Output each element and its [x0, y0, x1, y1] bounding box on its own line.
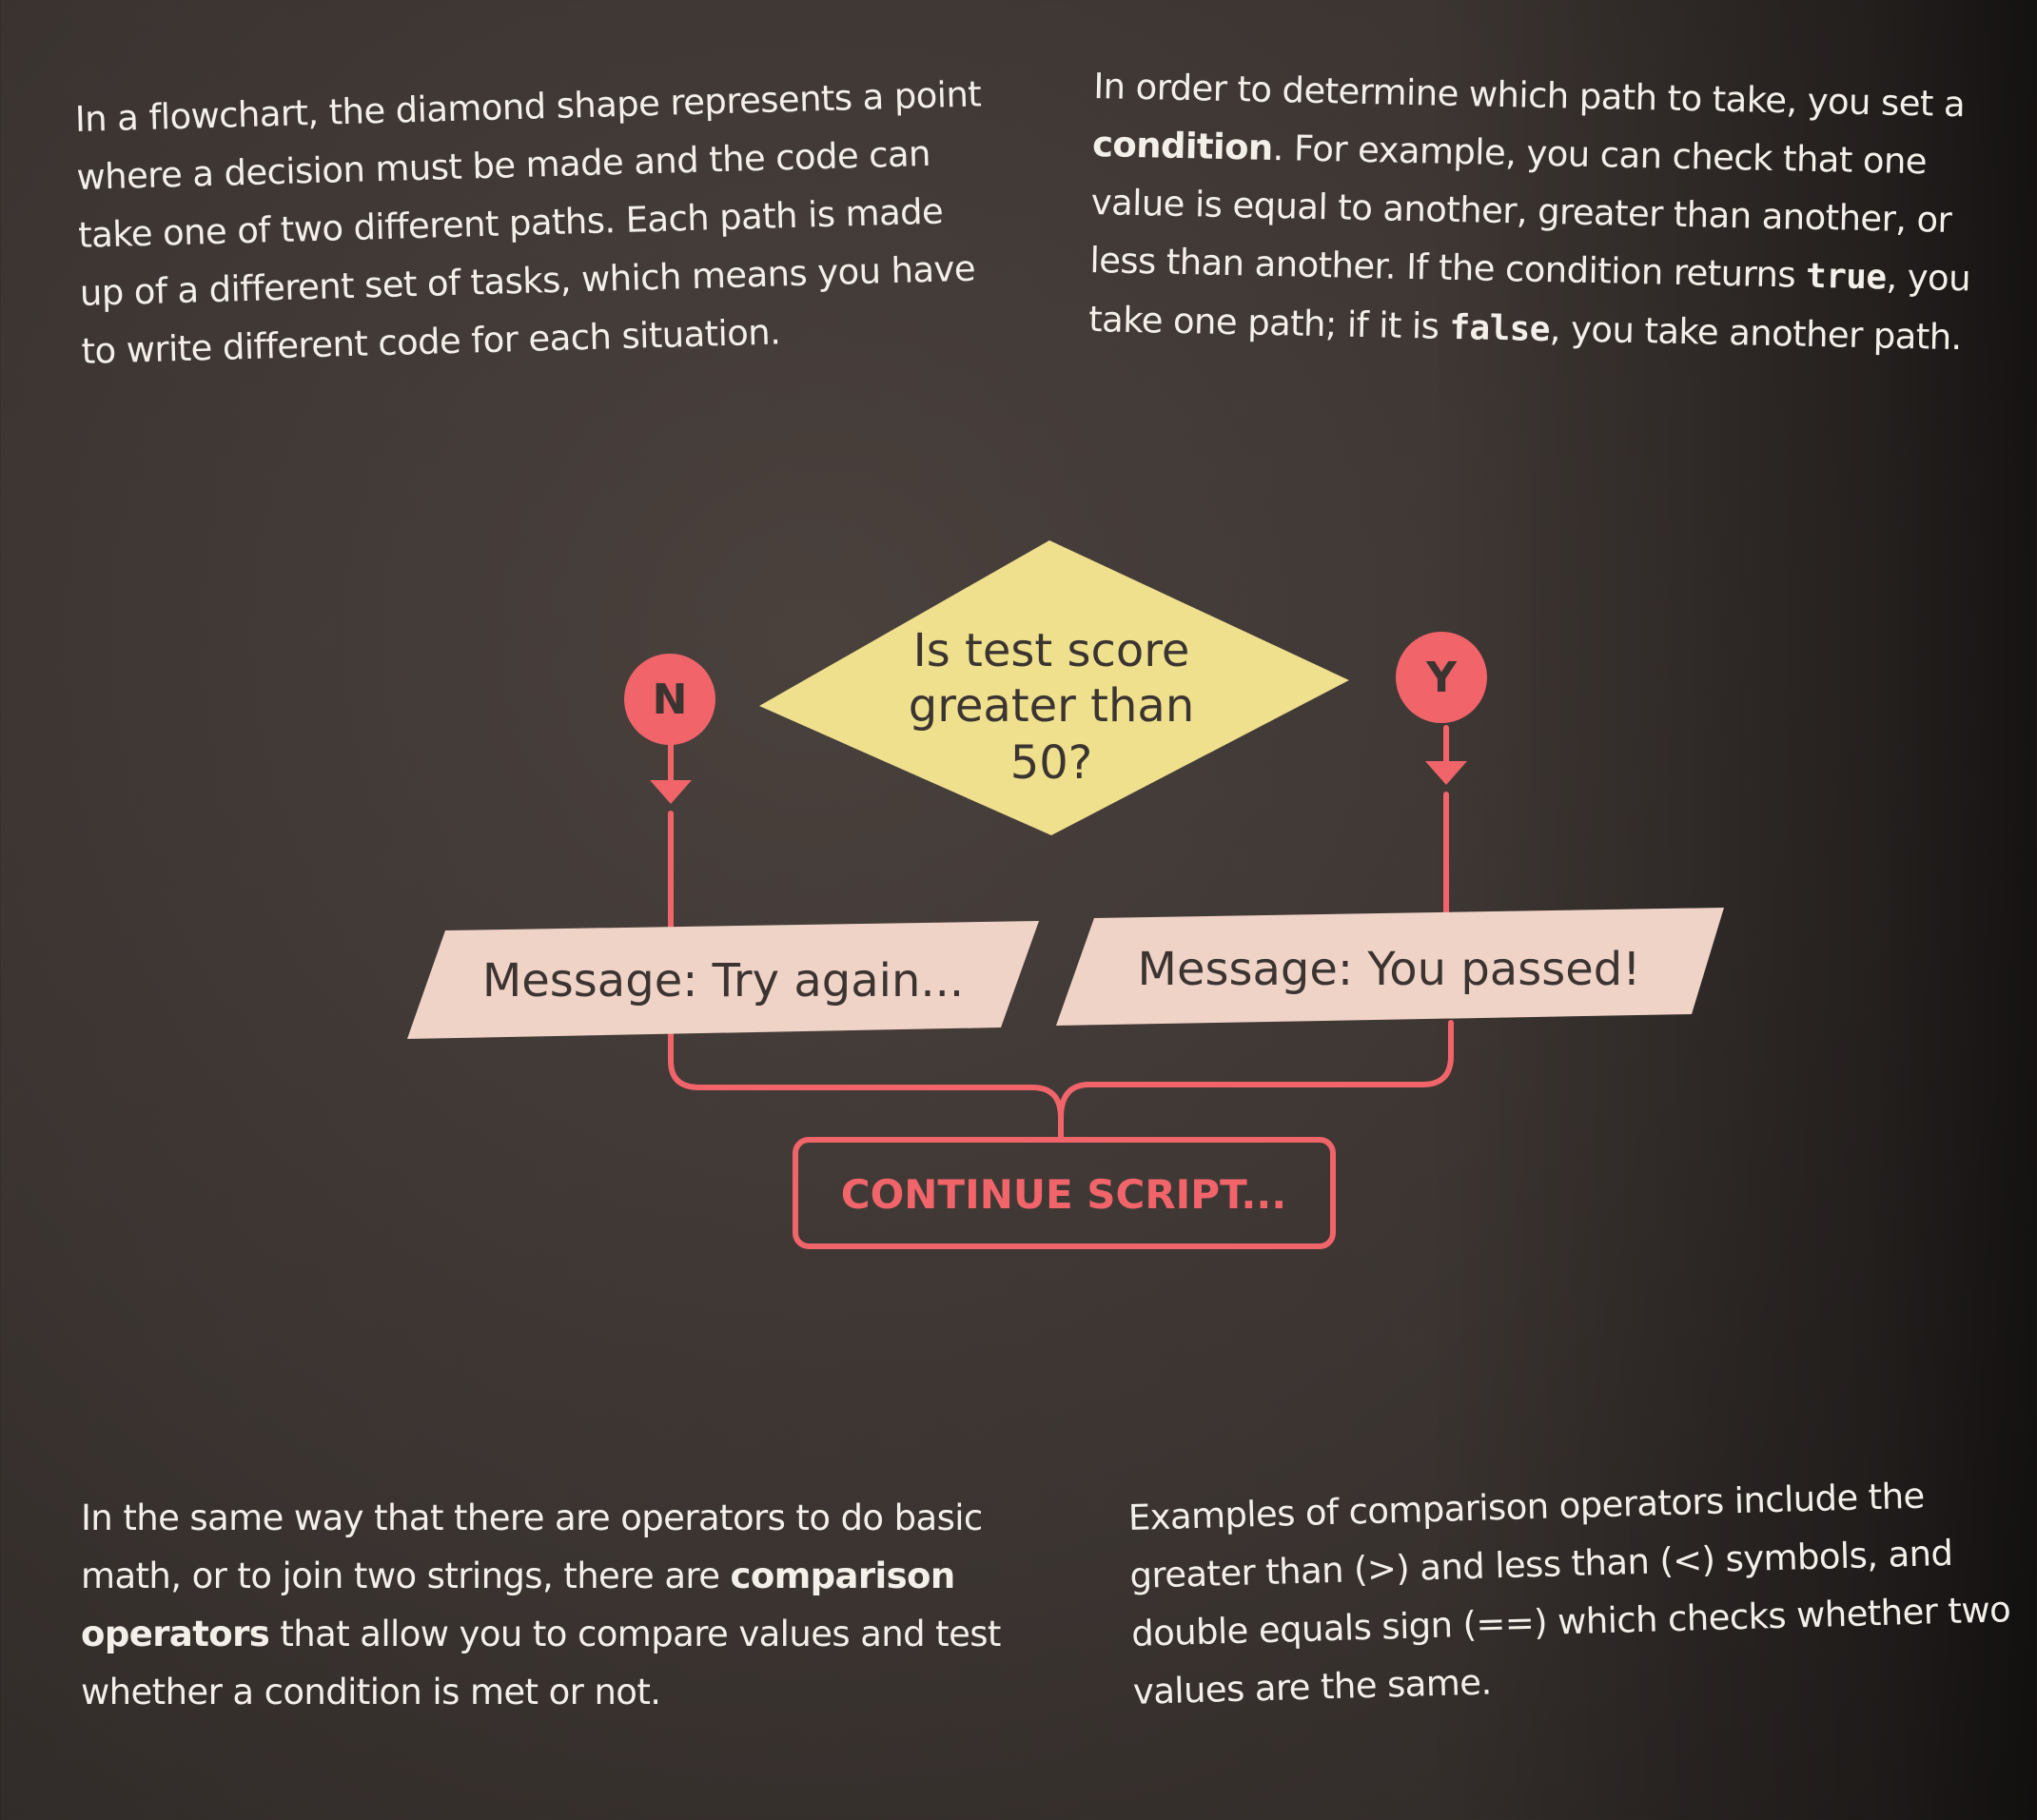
merge-connector: [668, 1020, 1454, 1143]
no-badge: [624, 654, 715, 745]
no-message-text: Message: Try again...: [482, 954, 964, 1008]
yes-badge: [1396, 632, 1487, 723]
yes-message-text: Message: You passed!: [1138, 943, 1641, 996]
yes-label: Y: [1425, 654, 1458, 702]
yes-arrowhead: [1425, 761, 1467, 785]
comparison-paragraph-left: In the same way that there are operators…: [81, 1489, 1051, 1721]
no-message-box: [407, 921, 1039, 1039]
yes-message-box: [1056, 908, 1724, 1026]
decision-line-2: greater than: [909, 679, 1195, 733]
no-arrowhead: [650, 780, 692, 804]
decision-line-3: 50?: [1010, 736, 1093, 790]
text-segment: that allow you to compare values and tes…: [81, 1614, 1001, 1712]
decision-line-1: Is test score: [913, 624, 1190, 677]
continue-box: [793, 1137, 1336, 1249]
no-label: N: [653, 675, 688, 724]
text-segment: In the same way that there are operators…: [81, 1497, 983, 1596]
continue-label: CONTINUE SCRIPT...: [841, 1171, 1286, 1218]
comparison-right-text: Examples of comparison operators include…: [1127, 1475, 2011, 1712]
decision-diamond: [759, 540, 1349, 835]
comparison-operators-term: comparison operators: [81, 1556, 955, 1654]
comparison-paragraph-right: Examples of comparison operators include…: [1127, 1463, 2037, 1721]
